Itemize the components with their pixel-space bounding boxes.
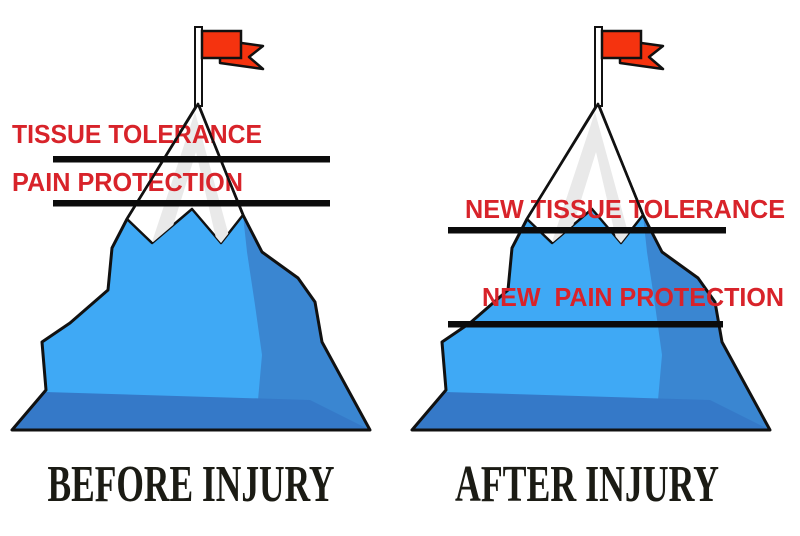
- protection-divider-line: [53, 200, 330, 207]
- flag-banner: [200, 29, 243, 60]
- snow-shade: [552, 112, 632, 243]
- before-caption: BEFORE INJURY: [48, 456, 335, 513]
- tissue-tolerance-label: TISSUE TOLERANCE: [12, 119, 262, 149]
- after-caption: AFTER INJURY: [455, 456, 719, 513]
- pain-protection-label: PAIN PROTECTION: [12, 167, 243, 197]
- mountain-base-shadow: [12, 392, 370, 430]
- snow-shade: [152, 112, 232, 243]
- flag-icon: [594, 26, 665, 107]
- mountain-shadow: [243, 215, 370, 430]
- new-pain-protection-label: NEW PAIN PROTECTION: [482, 282, 784, 312]
- new-tissue-tolerance-label: NEW TISSUE TOLERANCE: [465, 194, 785, 224]
- before-mountain: [10, 26, 372, 432]
- flag-banner: [600, 29, 643, 60]
- new-protection-divider-line: [448, 321, 723, 328]
- mountain-outline: [410, 103, 772, 432]
- mountain-outline: [10, 103, 372, 432]
- flag-icon: [194, 26, 265, 107]
- mountain-base-shadow: [412, 392, 770, 430]
- tolerance-divider-line: [53, 156, 330, 163]
- new-tolerance-divider-line: [448, 227, 726, 234]
